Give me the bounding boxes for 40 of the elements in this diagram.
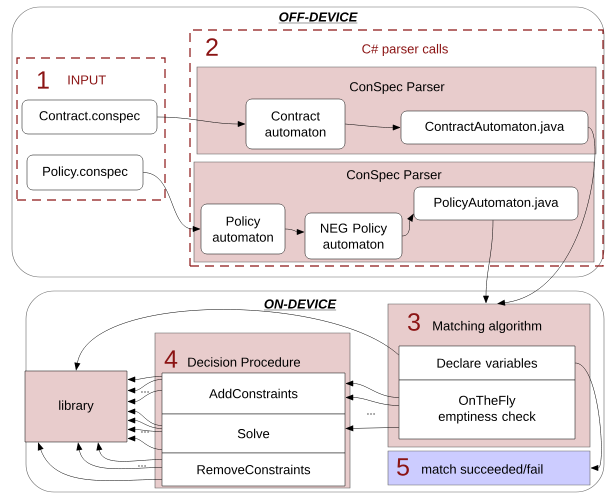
arrow — [96, 442, 162, 462]
ellipsis-label: ... — [138, 465, 146, 467]
arrow — [128, 390, 162, 404]
arrow — [497, 127, 596, 306]
arrow — [128, 426, 162, 432]
ellipsis-label: ... — [141, 391, 149, 393]
arrow — [128, 376, 162, 382]
file-box: PolicyAutomaton.java — [414, 186, 578, 220]
arrow — [76, 442, 162, 470]
file-box: Policy automaton — [200, 204, 286, 254]
arrow — [128, 379, 162, 394]
arrow — [74, 309, 399, 370]
arrow — [346, 425, 399, 432]
file-box: NEG Policy automaton — [304, 212, 402, 260]
ellipsis-label: ... — [141, 431, 149, 433]
arrow — [285, 228, 304, 235]
step-cell: RemoveConstraints — [162, 452, 346, 486]
arrow — [157, 116, 246, 127]
arrow — [38, 442, 162, 481]
arrow — [128, 418, 162, 429]
arrow — [143, 172, 200, 232]
file-box: Policy.conspec — [26, 154, 144, 190]
arrow — [346, 380, 399, 398]
library-box: library — [24, 370, 128, 442]
arrow — [345, 124, 400, 130]
file-box: ContractAutomaton.java — [400, 110, 588, 144]
step-cell: Solve — [162, 414, 346, 454]
arrow — [483, 220, 494, 304]
file-box: Contract.conspec — [22, 100, 158, 134]
arrow — [128, 408, 162, 426]
arrow — [346, 394, 399, 406]
step-cell: Declare variables — [398, 346, 576, 380]
arrow — [402, 214, 414, 236]
ellipsis-label: ... — [367, 413, 375, 415]
step-cell: OnTheFly emptiness check — [398, 380, 576, 440]
step-cell: AddConstraints — [162, 372, 346, 414]
arrow — [128, 436, 162, 450]
result-box: 5 match succeeded/fail — [388, 450, 590, 486]
arrow — [575, 362, 602, 471]
file-box: Contract automaton — [246, 98, 346, 150]
